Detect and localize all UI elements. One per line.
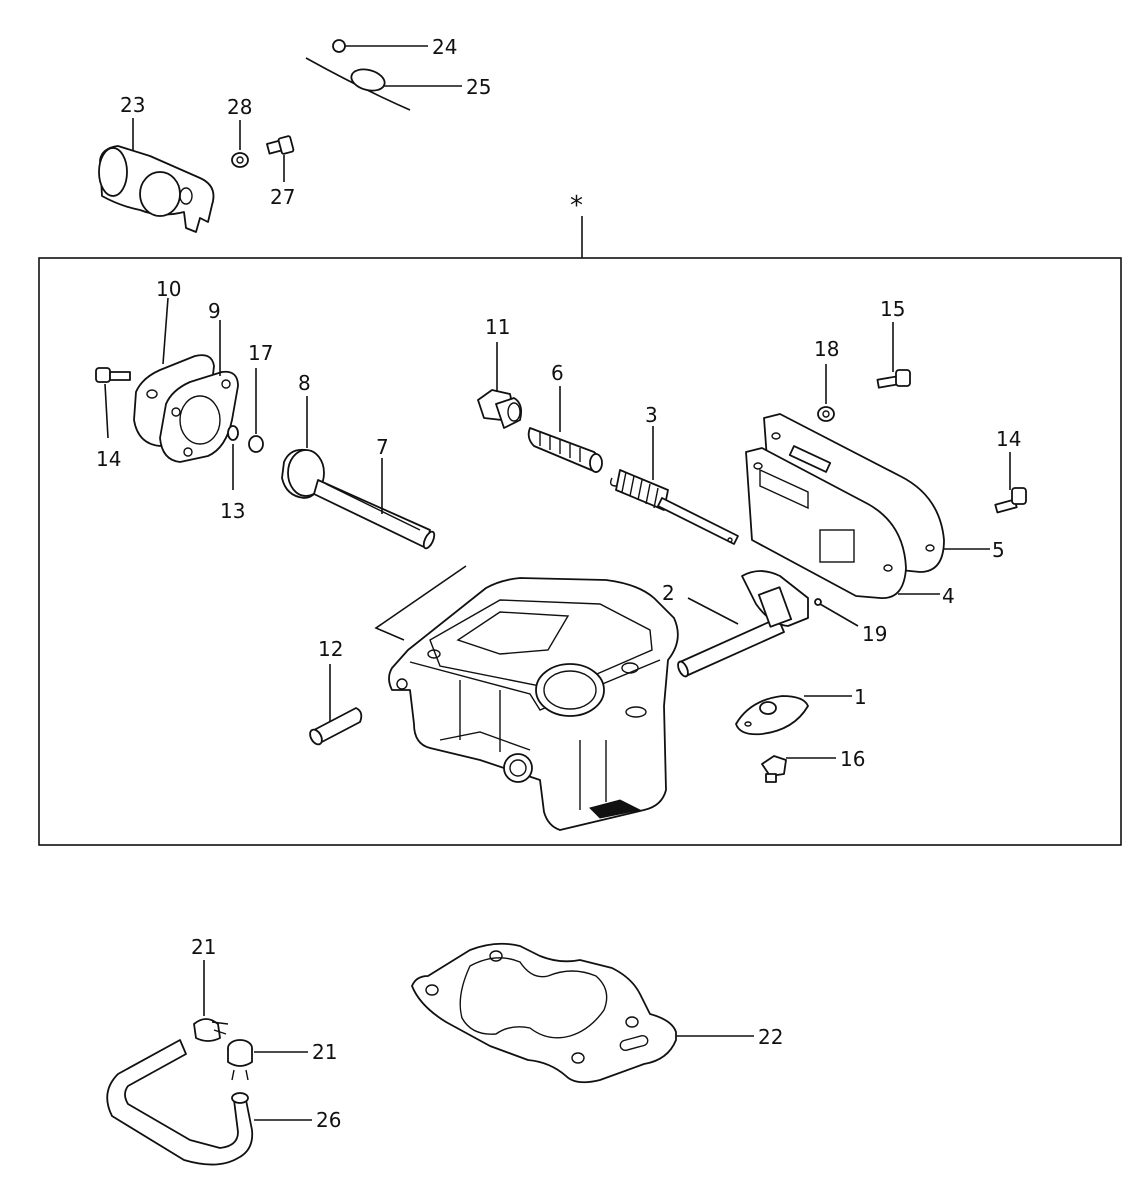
part-22-gasket bbox=[411, 942, 754, 1084]
callout-25: 25 bbox=[466, 75, 491, 99]
callout-10: 10 bbox=[156, 277, 181, 301]
callout-9: 9 bbox=[208, 299, 221, 323]
main-carburetor-body bbox=[374, 565, 679, 831]
part-6-needle-valve bbox=[527, 386, 603, 473]
callout-6: 6 bbox=[551, 361, 564, 385]
part-14-bolt-right bbox=[994, 452, 1027, 514]
callout-26: 26 bbox=[316, 1108, 341, 1132]
callout-28: 28 bbox=[227, 95, 252, 119]
callout-7: 7 bbox=[376, 435, 389, 459]
callout-24: 24 bbox=[432, 35, 457, 59]
part-15-screw bbox=[876, 322, 911, 389]
part-19-ball bbox=[814, 598, 859, 627]
callout-16: 16 bbox=[840, 747, 865, 771]
callout-8: 8 bbox=[298, 371, 311, 395]
part-28-nut bbox=[231, 120, 249, 168]
part-21-clamp-right bbox=[227, 1039, 308, 1081]
callout-27: 27 bbox=[270, 185, 295, 209]
part-27-bolt bbox=[266, 135, 295, 182]
callout-22: 22 bbox=[758, 1025, 783, 1049]
part-2-throttle-shaft bbox=[677, 570, 809, 678]
callout-17: 17 bbox=[248, 341, 273, 365]
part-13-o-ring bbox=[227, 425, 239, 490]
part-18-washer bbox=[817, 364, 835, 422]
callout-1: 1 bbox=[854, 685, 867, 709]
part-26-hose bbox=[106, 1039, 312, 1166]
callout-3: 3 bbox=[645, 403, 658, 427]
part-8-drum bbox=[281, 396, 325, 499]
part-24-ball bbox=[332, 39, 428, 53]
part-23-sleeve-bracket bbox=[98, 118, 215, 233]
part-7-shaft bbox=[313, 458, 436, 550]
part-25-cover bbox=[305, 57, 462, 111]
callout-21-right: 21 bbox=[312, 1040, 337, 1064]
callout-14-right: 14 bbox=[996, 427, 1021, 451]
callout-5: 5 bbox=[992, 538, 1005, 562]
callout-4: 4 bbox=[942, 584, 955, 608]
callout-21-left: 21 bbox=[191, 935, 216, 959]
part-21-clamp-left bbox=[193, 960, 229, 1042]
callout-23: 23 bbox=[120, 93, 145, 117]
callout-14-left: 14 bbox=[96, 447, 121, 471]
part-1-plate bbox=[735, 695, 852, 736]
assembly-marker: * bbox=[570, 191, 583, 221]
part-9-gasket bbox=[159, 320, 239, 463]
part-11-fitting bbox=[477, 342, 523, 429]
part-16-screw bbox=[761, 755, 836, 783]
part-4-gasket bbox=[745, 447, 940, 599]
callout-15: 15 bbox=[880, 297, 905, 321]
part-17-washer bbox=[248, 368, 264, 453]
part-3-spring bbox=[609, 426, 739, 545]
callout-19: 19 bbox=[862, 622, 887, 646]
callout-2: 2 bbox=[662, 581, 675, 605]
part-14-bolt-left bbox=[95, 367, 131, 439]
assembly-frame bbox=[38, 257, 1122, 846]
callout-13: 13 bbox=[220, 499, 245, 523]
callout-11: 11 bbox=[485, 315, 510, 339]
callout-18: 18 bbox=[814, 337, 839, 361]
part-5-cover-plate bbox=[763, 413, 990, 573]
part-12-pin bbox=[309, 664, 363, 746]
callout-12: 12 bbox=[318, 637, 343, 661]
